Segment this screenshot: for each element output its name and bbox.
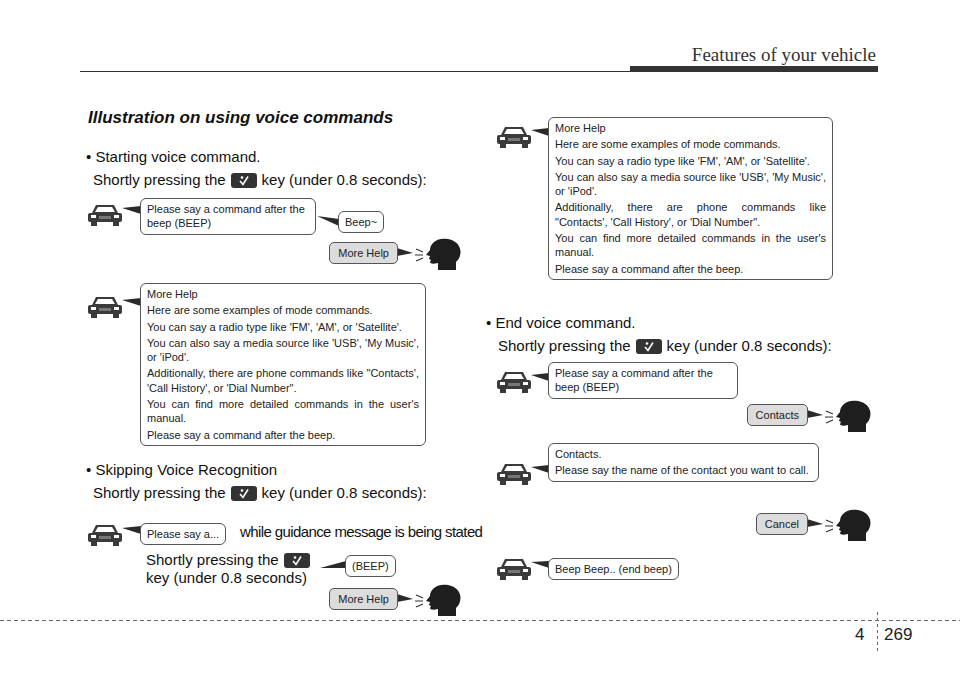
car-icon	[88, 205, 122, 226]
bubble-text: You can also say a media source like 'US…	[555, 170, 826, 199]
user-speech: More Help	[329, 242, 398, 264]
car-icon	[497, 372, 531, 393]
bubble-text: Please say a command after the beep (BEE…	[147, 202, 309, 231]
bubble-text: Please say a command after the beep.	[555, 262, 826, 276]
bubble-text: You can find more detailed commands in t…	[147, 397, 419, 426]
bubble-text: Beep Beep.. (end beep)	[555, 562, 672, 576]
bubble-text: Contacts	[756, 408, 799, 422]
bubble-text: You can say a radio type like 'FM', 'AM'…	[147, 320, 419, 334]
note: while guidance message is being stated	[240, 523, 482, 541]
system-bubble: More HelpHere are some examples of mode …	[548, 117, 833, 280]
system-bubble: (BEEP)	[345, 555, 396, 577]
system-bubble: Please say a...	[140, 523, 226, 545]
bubble-text: Additionally, there are phone commands l…	[147, 366, 419, 395]
system-bubble: Beep~	[338, 211, 384, 233]
instruction-line: Shortly pressing the key (under 0.8 secon…	[498, 337, 832, 355]
bubble-text: You can say a radio type like 'FM', 'AM'…	[555, 154, 826, 168]
speech-tail	[397, 248, 823, 602]
bubble-text: More Help	[338, 246, 389, 260]
bubble-text: Please say a command after the beep (BEE…	[555, 366, 731, 395]
instruction-line: Shortly pressing the	[146, 551, 310, 569]
header-rule	[80, 71, 878, 72]
voice-key-icon	[231, 486, 257, 501]
instruction: Shortly pressing the	[146, 551, 279, 569]
instruction: Shortly pressing the	[498, 337, 631, 355]
bubble-text: You can also say a media source like 'US…	[147, 336, 419, 365]
bubble-tail	[122, 128, 549, 568]
system-bubble: Please say a command after the beep (BEE…	[548, 362, 738, 399]
page-title: Illustration on using voice commands	[88, 108, 393, 128]
system-bubble: More HelpHere are some examples of mode …	[140, 283, 426, 446]
instruction: key (under 0.8 seconds):	[262, 484, 427, 502]
chapter-number: 4	[855, 625, 864, 645]
running-header: Features of your vehicle	[692, 44, 876, 67]
step-heading: • Starting voice command.	[86, 148, 261, 166]
voice-key-icon	[284, 553, 310, 568]
voice-key-icon	[231, 173, 257, 188]
bubble-text: Beep~	[345, 215, 377, 229]
page-number: 269	[884, 625, 912, 645]
user-speech: More Help	[329, 588, 398, 610]
bubble-text: Please say a command after the beep.	[147, 428, 419, 442]
bubble-text: Additionally, there are phone commands l…	[555, 200, 826, 229]
car-icon	[88, 525, 122, 546]
user-speech: Contacts	[747, 404, 808, 426]
bubble-text: Please say the name of the contact you w…	[555, 463, 812, 477]
instruction: key (under 0.8 seconds):	[262, 171, 427, 189]
instruction-line: Shortly pressing the key (under 0.8 secon…	[93, 171, 427, 189]
instruction: Shortly pressing the	[93, 171, 226, 189]
user-speech: Cancel	[756, 513, 808, 535]
voice-key-icon	[636, 339, 662, 354]
bubble-text: More Help	[338, 592, 389, 606]
user-head	[415, 585, 461, 616]
bubble-text: You can find more detailed commands in t…	[555, 231, 826, 260]
bubble-text: Here are some examples of mode commands.	[147, 303, 419, 317]
step-heading: • Skipping Voice Recognition	[86, 461, 277, 479]
bubble-text: More Help	[555, 121, 826, 135]
bubble-text: Contacts.	[555, 447, 812, 461]
car-icon	[497, 464, 531, 485]
instruction: key (under 0.8 seconds)	[146, 569, 307, 587]
bubble-text: (BEEP)	[352, 559, 389, 573]
system-bubble: Please say a command after the beep (BEE…	[140, 198, 316, 235]
user-head	[415, 239, 461, 270]
footer-divider	[877, 612, 878, 652]
car-icon	[497, 559, 531, 580]
bubble-text: Please say a...	[147, 527, 219, 541]
instruction: key (under 0.8 seconds):	[667, 337, 832, 355]
user-head	[825, 510, 871, 541]
footer-rule	[0, 620, 960, 621]
header-bar	[630, 66, 878, 71]
instruction-line: Shortly pressing the key (under 0.8 secon…	[93, 484, 427, 502]
instruction: Shortly pressing the	[93, 484, 226, 502]
bubble-text: More Help	[147, 287, 419, 301]
car-icon	[88, 297, 122, 318]
system-bubble: Contacts. Please say the name of the cont…	[548, 443, 819, 482]
step-heading: • End voice command.	[486, 314, 636, 332]
user-head	[825, 401, 871, 432]
bubble-text: Here are some examples of mode commands.	[555, 137, 826, 151]
bubble-text: Cancel	[765, 517, 799, 531]
system-bubble: Beep Beep.. (end beep)	[548, 558, 679, 580]
car-icon	[497, 127, 531, 148]
